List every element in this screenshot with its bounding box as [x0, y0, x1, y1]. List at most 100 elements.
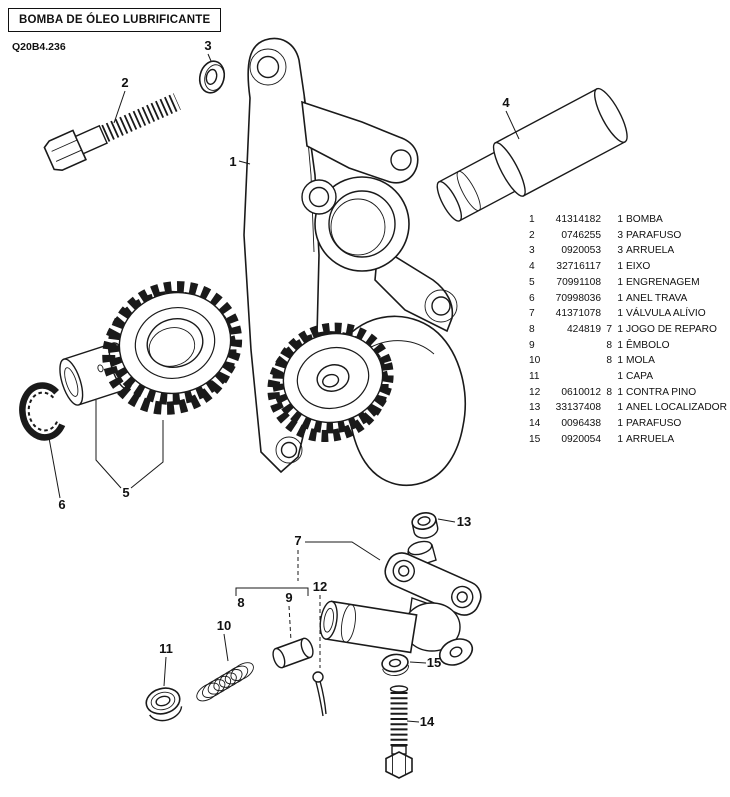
doc-code: Q20B4.236	[12, 41, 66, 53]
assembly-ref	[604, 275, 612, 291]
part-number: 33137408	[555, 402, 601, 414]
callout-9: 9	[285, 590, 292, 605]
part-number: 424819	[567, 323, 601, 335]
callout-2: 2	[121, 75, 128, 90]
part-number	[546, 369, 601, 385]
snap-ring-drawing	[19, 382, 66, 441]
description: ÊMBOLO	[626, 339, 670, 351]
assembly-ref	[604, 369, 612, 385]
part-number: 0920053	[561, 245, 601, 257]
assembly-ref	[604, 212, 612, 228]
item-no: 10	[529, 355, 541, 367]
bolt-14-drawing	[385, 685, 413, 779]
callout-8: 8	[237, 595, 244, 610]
parts-row: 6 70998036 1 ANEL TRAVA	[529, 291, 728, 307]
parts-row: 4 32716117 1 EIXO	[529, 259, 728, 275]
item-no: 1	[529, 214, 535, 225]
description: MOLA	[626, 355, 655, 367]
quantity: 1	[617, 402, 623, 414]
quantity: 3	[617, 229, 623, 241]
description: PARAFUSO	[626, 418, 682, 430]
assembly-ref	[604, 291, 612, 307]
assembly-ref	[604, 228, 612, 244]
description: ENGRENAGEM	[626, 276, 700, 288]
callout-labels: 1 2 3 4 5 6 7 8 9 10 11 12 13 14 15	[58, 38, 510, 729]
quantity: 3	[617, 245, 623, 257]
item-no: 6	[529, 292, 535, 304]
callout-4: 4	[502, 95, 510, 110]
cotter-pin-drawing	[312, 671, 327, 717]
callout-1: 1	[229, 154, 236, 169]
item-no: 5	[529, 276, 535, 288]
drive-gear-drawing	[102, 281, 243, 415]
cap-drawing	[145, 687, 183, 722]
item-no: 9	[529, 339, 535, 351]
item-no: 11	[529, 371, 540, 383]
parts-row: 13 33137408 1 ANEL LOCALIZADOR	[529, 400, 728, 416]
bolt-2-drawing	[43, 93, 181, 172]
parts-list: 1 41314182 1 BOMBA 2 0746255 3 PARAFUSO …	[529, 212, 728, 448]
item-no: 8	[529, 323, 535, 335]
description: ARRUELA	[626, 245, 675, 257]
item-no: 12	[529, 386, 541, 398]
assembly-ref	[604, 400, 612, 416]
description: VÁLVULA ALÍVIO	[626, 308, 706, 320]
assembly-ref: 7	[606, 323, 612, 335]
part-number: 70998036	[555, 292, 601, 304]
part-number: 32716117	[556, 261, 601, 273]
assembly-ref	[604, 432, 612, 448]
callout-12: 12	[313, 579, 327, 594]
washer-3-drawing	[198, 60, 226, 94]
callout-15: 15	[427, 655, 441, 670]
callout-3: 3	[204, 38, 211, 53]
part-number: 41314182	[555, 214, 601, 225]
part-number: 70991108	[556, 276, 601, 288]
description: EIXO	[626, 261, 651, 273]
part-number	[546, 338, 601, 354]
parts-row: 15 0920054 1 ARRUELA	[529, 432, 728, 448]
part-number	[546, 353, 601, 369]
description: ANEL LOCALIZADOR	[626, 402, 727, 414]
parts-row: 14 0096438 1 PARAFUSO	[529, 416, 728, 432]
quantity: 1	[617, 292, 623, 304]
item-no: 7	[529, 308, 535, 320]
parts-row: 9 8 1 ÊMBOLO	[529, 338, 728, 354]
part-number: 0610012	[561, 386, 601, 398]
pump-body-drawing	[243, 37, 466, 486]
description: ANEL TRAVA	[626, 292, 688, 304]
relief-valve-body-drawing	[319, 540, 482, 666]
plunger-drawing	[272, 637, 314, 669]
parts-row: 3 0920053 3 ARRUELA	[529, 243, 728, 259]
quantity: 1	[617, 386, 623, 398]
description: JOGO DE REPARO	[626, 323, 717, 335]
quantity: 1	[617, 308, 623, 320]
quantity: 1	[617, 355, 623, 367]
parts-row: 12 0610012 8 1 CONTRA PINO	[529, 385, 728, 401]
parts-row: 2 0746255 3 PARAFUSO	[529, 228, 728, 244]
parts-row: 11 1 CAPA	[529, 369, 728, 385]
quantity: 1	[617, 418, 623, 430]
callout-leaders	[48, 53, 520, 723]
page-title: BOMBA DE ÓLEO LUBRIFICANTE	[8, 8, 222, 32]
quantity: 1	[617, 339, 623, 351]
part-number: 0746255	[561, 229, 601, 241]
description: PARAFUSO	[626, 229, 682, 241]
locator-ring-drawing	[411, 511, 439, 539]
description: CAPA	[626, 371, 653, 383]
callout-11: 11	[159, 641, 173, 656]
shaft-drawing	[436, 87, 628, 222]
callout-14: 14	[420, 714, 435, 729]
part-number: 0096438	[561, 418, 601, 430]
item-no: 13	[529, 402, 541, 414]
part-number: 41371078	[555, 308, 601, 320]
parts-row: 5 70991108 1 ENGRENAGEM	[529, 275, 728, 291]
item-no: 3	[529, 245, 535, 257]
assembly-ref	[604, 306, 612, 322]
assembly-ref: 8	[606, 355, 612, 367]
assembly-ref	[604, 259, 612, 275]
callout-7: 7	[294, 533, 301, 548]
item-no: 4	[529, 261, 535, 273]
part-number: 0920054	[561, 433, 601, 445]
